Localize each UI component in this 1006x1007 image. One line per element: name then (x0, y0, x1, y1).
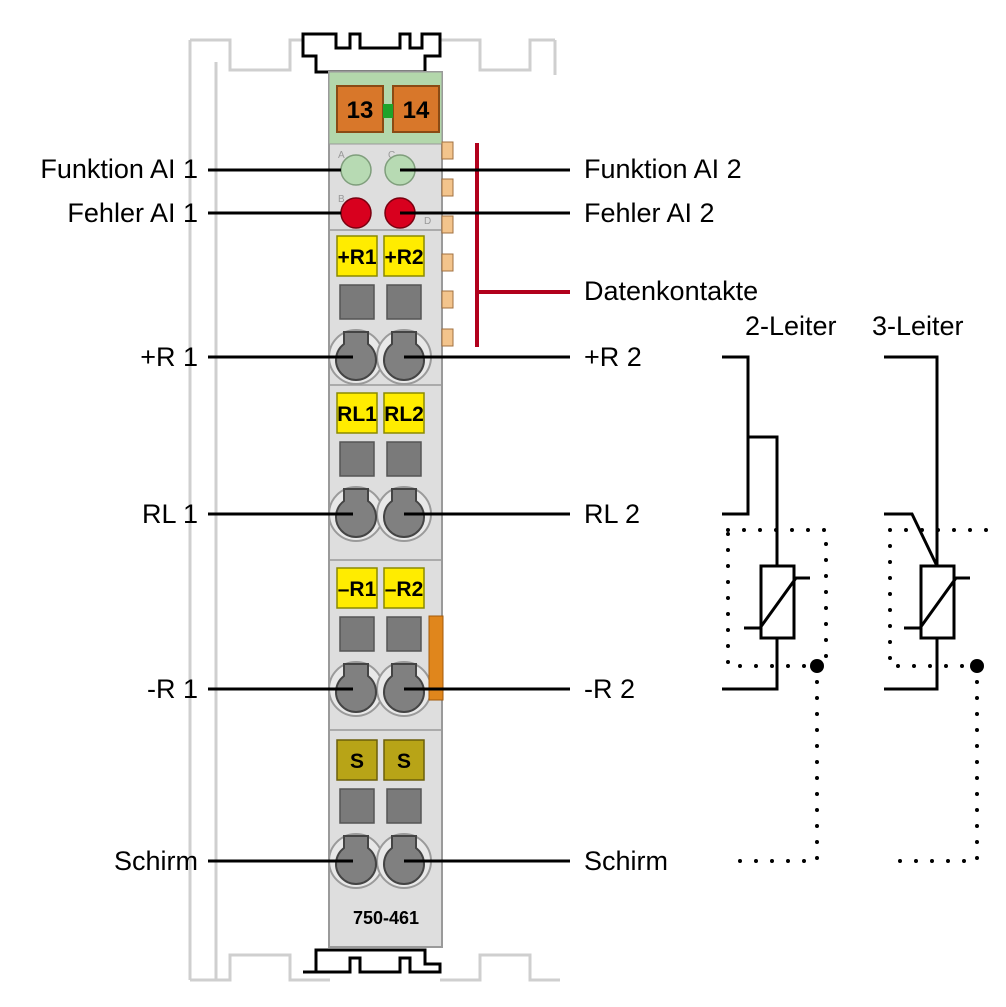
schematic-2-wire-shield (726, 528, 828, 863)
title-3-leiter: 3-Leiter (872, 311, 964, 341)
terminal-group-rl: RL1 RL2 (328, 392, 432, 542)
label-fehler-ai1: Fehler AI 1 (67, 198, 198, 228)
slot-tag-minus-r2: –R2 (385, 578, 424, 601)
label-minus-r2: -R 2 (584, 674, 635, 704)
mounting-clips (301, 32, 442, 974)
terminal-group-plus-r: +R1 +R2 (328, 235, 432, 385)
title-2-leiter: 2-Leiter (745, 311, 837, 341)
connector-label-13: 13 (347, 97, 374, 124)
label-funktion-ai1: Funktion AI 1 (40, 154, 198, 184)
led-letter-b: B (338, 194, 345, 205)
slot-tag-plus-r1: +R1 (337, 246, 376, 269)
led-letter-d: D (424, 216, 431, 227)
schematic-2-wire (722, 355, 810, 691)
top-connector: 13 14 (336, 85, 440, 133)
slot-tag-rl1: RL1 (337, 403, 377, 426)
terminal-group-shield: S S (328, 739, 432, 889)
power-jumper-contact (428, 615, 444, 701)
led-letter-c: C (388, 150, 395, 161)
connector-label-14: 14 (403, 97, 430, 124)
slot-tag-shield-1: S (350, 750, 364, 773)
label-schirm-left: Schirm (114, 846, 198, 876)
section-dividers (329, 229, 442, 731)
slot-tag-rl2: RL2 (384, 403, 424, 426)
label-datenkontakte: Datenkontakte (584, 276, 758, 306)
label-fehler-ai2: Fehler AI 2 (584, 198, 715, 228)
schematic-3-wire (884, 355, 970, 691)
leader-lines-right (400, 168, 570, 863)
label-schirm-right: Schirm (584, 846, 668, 876)
din-rail-outline (188, 38, 560, 982)
led-function-ai1 (340, 154, 372, 186)
leader-lines-left (208, 168, 353, 863)
shield-node-3-wire (970, 659, 984, 673)
slot-tag-minus-r1: –R1 (338, 578, 377, 601)
shield-node-2-wire (810, 659, 824, 673)
label-minus-r1: -R 1 (147, 674, 198, 704)
label-funktion-ai2: Funktion AI 2 (584, 154, 742, 184)
slot-tag-plus-r2: +R2 (384, 246, 423, 269)
data-contacts (441, 141, 454, 347)
label-plus-r2: +R 2 (584, 342, 642, 372)
slot-tag-shield-2: S (397, 750, 411, 773)
model-number: 750-461 (353, 908, 419, 928)
led-error-ai1 (340, 197, 372, 229)
schematic-3-wire-shield (888, 528, 992, 863)
label-rl2: RL 2 (584, 499, 640, 529)
label-rl1: RL 1 (142, 499, 198, 529)
data-contacts-bracket (475, 143, 570, 347)
label-plus-r1: +R 1 (140, 342, 198, 372)
led-letter-a: A (338, 150, 345, 161)
